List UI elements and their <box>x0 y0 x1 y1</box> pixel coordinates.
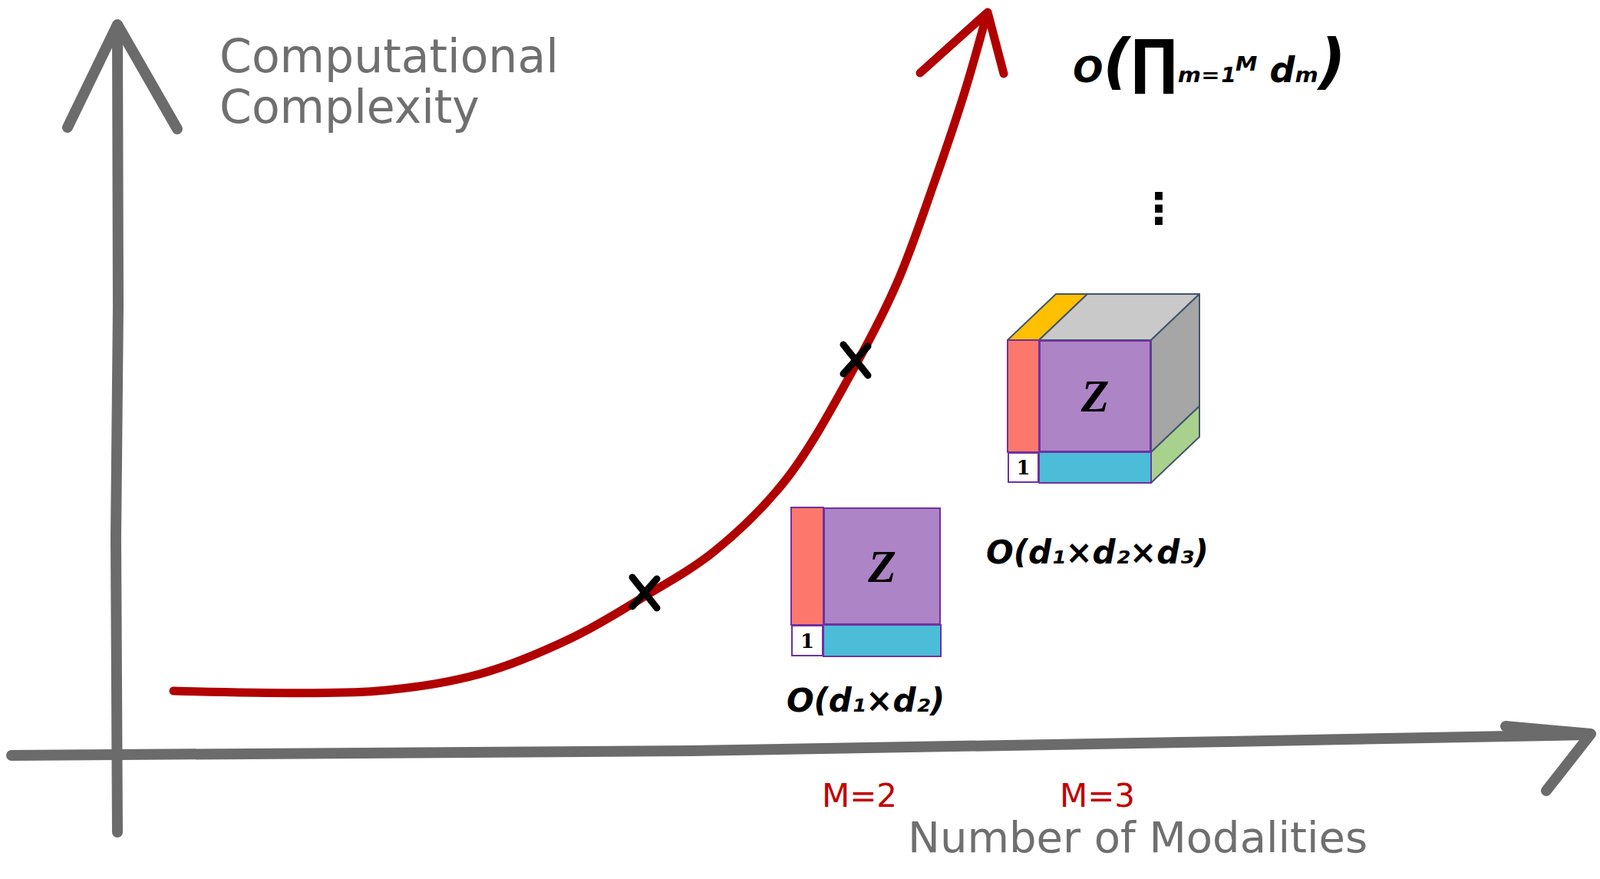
x-axis <box>11 734 1589 756</box>
formula-glyph: ₁ <box>1220 49 1236 91</box>
matrix-2d <box>791 507 941 657</box>
formula-glyph: ) <box>1318 26 1346 96</box>
complexity-curve <box>173 16 987 693</box>
tensor-cube <box>1007 293 1200 483</box>
complexity-formula: O(∏ₘ₌₁ᴹ dₘ) <box>1072 28 1346 95</box>
formula-glyph: ᴹ <box>1235 49 1258 91</box>
matrix-strip <box>791 507 824 625</box>
tensor-face: Z <box>823 507 941 625</box>
axes <box>11 24 1591 832</box>
matrix-strip <box>823 624 941 657</box>
cube-front-strip <box>1007 339 1040 452</box>
cube-side-strip <box>1151 405 1200 483</box>
tensor-symbol: Z <box>1081 372 1110 419</box>
unit-number: 1 <box>800 630 815 651</box>
formula-glyph: ₘ <box>1294 49 1319 91</box>
formula-glyph: ₌ <box>1200 49 1220 91</box>
curve-arrowhead <box>920 12 1004 74</box>
ellipsis-mark: ⋮ <box>1137 184 1181 233</box>
tensor-face: Z <box>1039 339 1152 452</box>
tensor-symbol: Z <box>867 543 897 590</box>
complexity-formula: O(d₁×d₂) <box>786 682 945 719</box>
complexity-curve-group <box>173 12 1004 693</box>
formula-glyph: O <box>1072 49 1103 91</box>
x-axis-arrowhead <box>1505 725 1591 791</box>
y-axis-arrowhead <box>67 24 178 129</box>
formula-glyph: ∏ <box>1130 26 1178 96</box>
cube-front-strip <box>1039 451 1152 483</box>
axis-title: Computational Complexity <box>219 30 650 132</box>
tick-label: M=3 <box>1059 778 1135 814</box>
formula-glyph: ₘ <box>1177 49 1202 91</box>
formula-glyph: ( <box>1102 26 1131 96</box>
formula-glyph <box>1256 49 1270 91</box>
complexity-formula: O(d₁×d₂×d₃) <box>986 534 1209 571</box>
cross-mark <box>843 344 868 376</box>
formula-glyph: d <box>1270 49 1296 91</box>
axis-title: Number of Modalities <box>907 813 1368 862</box>
bias-cell: 1 <box>1007 451 1040 483</box>
tick-label: M=2 <box>821 778 898 814</box>
bias-cell: 1 <box>791 624 824 657</box>
y-axis <box>115 26 119 832</box>
cross-mark <box>632 577 657 608</box>
unit-number: 1 <box>1016 457 1030 478</box>
